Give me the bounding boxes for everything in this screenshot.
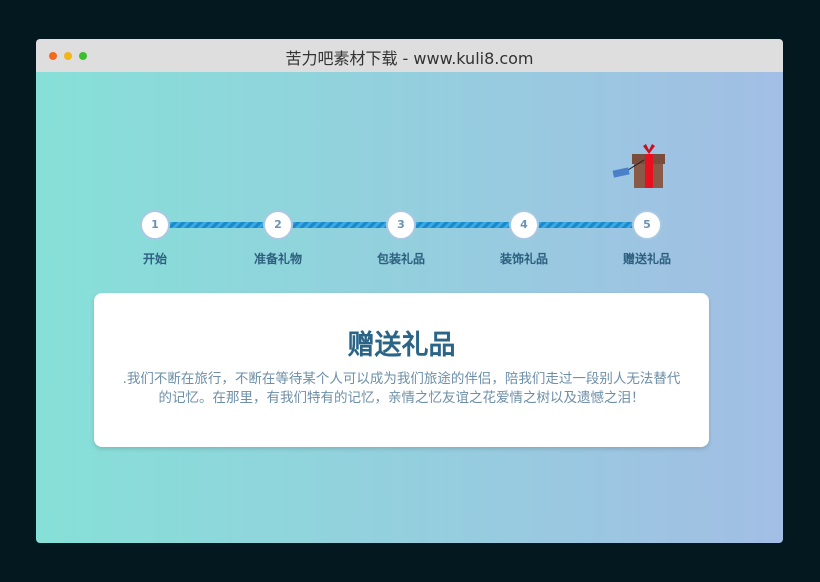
content-area: 1 2 3 4 5 开始 准备礼物 包装礼品 装饰礼品 赠送礼品 赠送礼品 .我… [36, 72, 783, 543]
step-5-circle[interactable]: 5 [632, 210, 662, 240]
title-bar: 苦力吧素材下载 - www.kuli8.com [36, 39, 783, 72]
card-title: 赠送礼品 [347, 330, 456, 361]
step-card: 赠送礼品 .我们不断在旅行，不断在等待某个人可以成为我们旅途的伴侣，陪我们走过一… [94, 293, 709, 447]
step-4-label: 装饰礼品 [499, 252, 548, 266]
step-3-circle[interactable]: 3 [386, 210, 416, 240]
progress-segment [169, 222, 265, 228]
step-2-circle[interactable]: 2 [263, 210, 293, 240]
step-1-label: 开始 [142, 252, 167, 266]
progress-segment [292, 222, 388, 228]
step-1-circle[interactable]: 1 [140, 210, 170, 240]
maximize-dot-icon[interactable] [79, 52, 87, 60]
window-title: 苦力吧素材下载 - www.kuli8.com [285, 49, 534, 68]
minimize-dot-icon[interactable] [64, 52, 72, 60]
gift-icon [612, 144, 665, 188]
step-3-label: 包装礼品 [376, 252, 425, 266]
browser-window: 苦力吧素材下载 - www.kuli8.com 1 2 3 4 5 开始 准备礼… [36, 39, 783, 543]
step-4-circle[interactable]: 4 [509, 210, 539, 240]
progress-segment [538, 222, 634, 228]
step-5-label: 赠送礼品 [622, 252, 671, 266]
card-text: .我们不断在旅行，不断在等待某个人可以成为我们旅途的伴侣，陪我们走过一段别人无法… [122, 371, 681, 406]
progress-segment [415, 222, 511, 228]
step-2-label: 准备礼物 [253, 252, 302, 266]
close-dot-icon[interactable] [49, 52, 57, 60]
